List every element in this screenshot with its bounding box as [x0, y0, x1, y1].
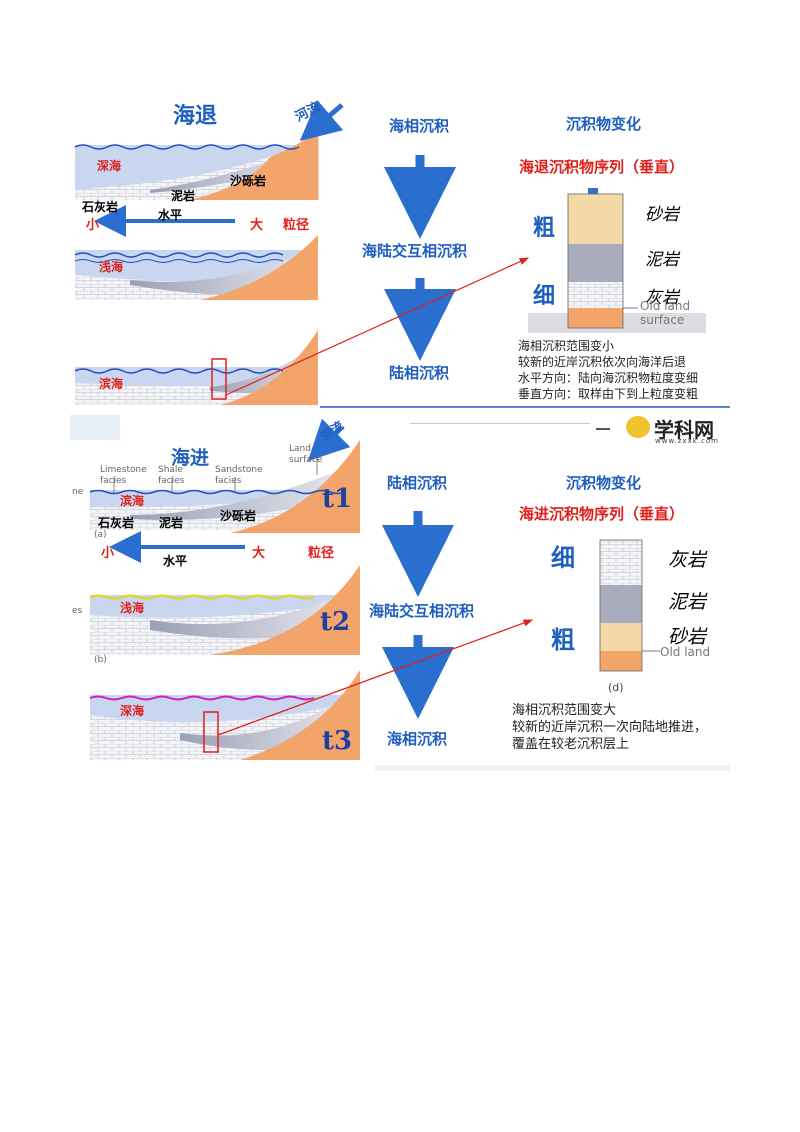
- sand-gravel-label: 沙砾岩: [230, 174, 267, 188]
- logo-url: www.zxxk.com: [655, 437, 719, 445]
- col-limestone-label-2: 灰岩: [668, 549, 707, 571]
- label-a: (a): [94, 530, 107, 540]
- regression-note: 海相沉积范围变小: [518, 339, 615, 353]
- fine-label-2: 细: [551, 543, 575, 572]
- t3-label: t3: [322, 726, 353, 756]
- pointer-line: [225, 257, 530, 396]
- regression-section: [70, 95, 730, 410]
- shale-facies-line-2: facies: [158, 476, 185, 486]
- transgression-panel-t2: [89, 565, 360, 655]
- transgression-section: [70, 415, 730, 775]
- sample-column-box: [211, 358, 227, 400]
- coastal-sea-label: 滨海: [99, 377, 124, 391]
- land-surface-line-1: Land: [289, 444, 311, 454]
- transgression-step-2: 海陆交互相沉积: [369, 602, 475, 620]
- transgression-note: 海相沉积范围变大: [512, 703, 617, 718]
- col-sandstone-label: 砂岩: [645, 205, 679, 225]
- transgression-note: 较新的近岸沉积一次向陆地推进，: [512, 720, 708, 735]
- regression-note: 较新的近岸沉积依次向海洋后退: [518, 355, 687, 369]
- regression-note: 水平方向：陆向海沉积物粒度变细: [518, 371, 699, 385]
- land-surface-label: Land surface: [289, 444, 322, 466]
- grain-size-label: 粒径: [283, 218, 310, 233]
- regression-change-title: 沉积物变化: [566, 115, 642, 133]
- river-arrow-2: [307, 418, 351, 462]
- sample-column-box-2: [203, 711, 219, 753]
- limestone-facies-line-2: facies: [100, 476, 127, 486]
- limestone-facies-line-1: Limestone: [100, 465, 147, 475]
- small-label-2: 小: [101, 546, 115, 561]
- regression-step-3: 陆相沉积: [389, 364, 450, 382]
- regression-sequence-title: 海退沉积物序列（垂直）: [519, 158, 685, 176]
- logo-name: 学科网: [654, 418, 714, 442]
- transgression-column: [599, 539, 660, 672]
- large-label: 大: [250, 218, 264, 233]
- mudstone-label: 泥岩: [171, 189, 196, 203]
- sandstone-facies-label: Sandstone facies: [215, 465, 263, 487]
- large-label-2: 大: [252, 546, 266, 561]
- old-land-label-2: Old land: [660, 645, 711, 659]
- deep-sea-label-2: 深海: [120, 704, 145, 718]
- regression-panel-3: [74, 330, 318, 405]
- grain-size-label-2: 粒径: [308, 546, 335, 561]
- col-limestone-label: 灰岩: [645, 288, 679, 308]
- label-b: (b): [94, 655, 107, 665]
- limestone-label-2: 石灰岩: [98, 516, 135, 530]
- regression-title: 海退: [173, 104, 218, 129]
- regression-diagram: [74, 99, 730, 408]
- transgression-title: 海进: [171, 447, 210, 469]
- left-edge-label-1: ne: [72, 487, 84, 497]
- regression-note: 垂直方向：取样由下到上粒度变粗: [518, 387, 699, 401]
- regression-notes: 海相沉积范围变小 较新的近岸沉积依次向海洋后退 水平方向：陆向海沉积物粒度变细 …: [518, 338, 698, 402]
- regression-column: [528, 188, 706, 333]
- pointer-line-2: [217, 619, 534, 736]
- transgression-diagram: [70, 415, 730, 771]
- regression-panel-1: [74, 130, 319, 200]
- label-d: (d): [608, 681, 624, 694]
- logo-icon: [626, 416, 650, 438]
- sandstone-facies-line-2: facies: [215, 476, 242, 486]
- sandstone-facies-line-1: Sandstone: [215, 465, 263, 475]
- horizontal-label: 水平: [158, 208, 183, 222]
- shale-facies-line-1: Shale: [158, 465, 183, 475]
- shale-facies-label: Shale facies: [158, 465, 184, 487]
- transgression-note: 覆盖在较老沉积层上: [512, 737, 630, 752]
- sand-gravel-label-2: 沙砾岩: [220, 509, 257, 523]
- horizontal-label-2: 水平: [163, 554, 188, 568]
- regression-step-2: 海陆交互相沉积: [362, 242, 468, 260]
- limestone-label: 石灰岩: [82, 200, 119, 214]
- col-sandstone-label-2: 砂岩: [668, 626, 707, 648]
- logo-dash: [596, 428, 610, 430]
- old-land-line-1: Old land: [640, 299, 691, 313]
- old-land-line-2: surface: [640, 313, 685, 327]
- mudstone-label-2: 泥岩: [159, 516, 184, 530]
- transgression-step-3: 海相沉积: [387, 730, 448, 748]
- regression-step-1: 海相沉积: [389, 117, 450, 135]
- shallow-sea-label-2: 浅海: [120, 601, 145, 615]
- transgression-change-title: 沉积物变化: [566, 474, 642, 492]
- coastal-sea-label-2: 滨海: [120, 494, 145, 508]
- transgression-panel-t3: [89, 670, 360, 760]
- coarse-label-2: 粗: [551, 625, 575, 654]
- logo-divider: [410, 423, 590, 424]
- river-arrow: [299, 99, 344, 141]
- col-mudstone-label-2: 泥岩: [668, 591, 707, 613]
- coarse-label: 粗: [533, 215, 556, 241]
- transgression-step-1: 陆相沉积: [387, 474, 448, 492]
- limestone-facies-label: Limestone facies: [100, 465, 147, 487]
- col-mudstone-label: 泥岩: [645, 250, 679, 270]
- deep-sea-label: 深海: [97, 159, 122, 173]
- t2-label: t2: [320, 607, 351, 637]
- small-label: 小: [86, 218, 100, 233]
- transgression-sequence-title: 海进沉积物序列（垂直）: [519, 505, 685, 523]
- regression-panel-2: [74, 235, 318, 300]
- land-surface-line-2: surface: [289, 455, 323, 465]
- transgression-notes: 海相沉积范围变大 较新的近岸沉积一次向陆地推进， 覆盖在较老沉积层上: [512, 702, 707, 753]
- shallow-sea-label: 浅海: [99, 260, 124, 274]
- fine-label: 细: [533, 283, 556, 309]
- old-land-surface-label: Old land surface: [640, 299, 690, 327]
- t1-label: t1: [322, 484, 353, 514]
- transgression-panel-t1: [89, 440, 360, 533]
- left-edge-label-2: es: [72, 606, 83, 616]
